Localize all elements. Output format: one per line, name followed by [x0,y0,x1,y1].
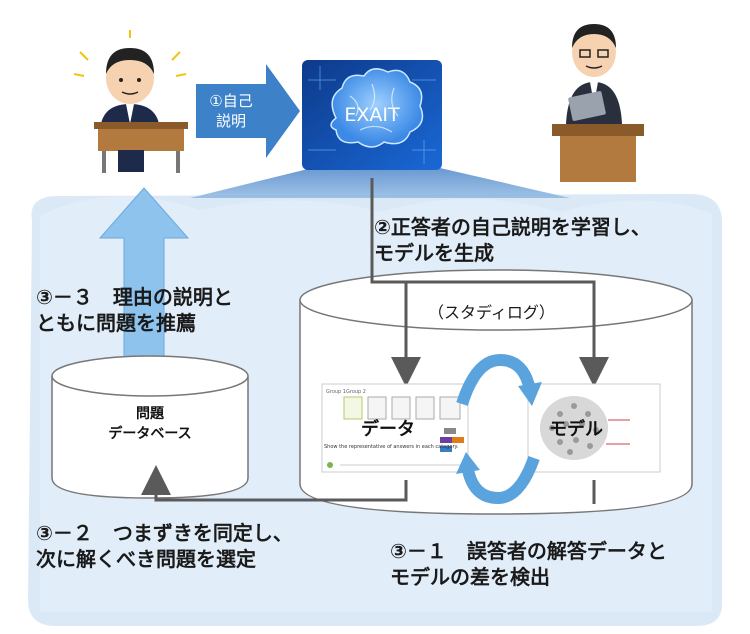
recommend-up-arrow [98,187,190,363]
exait-projection [190,168,570,198]
step3-1-line1: ③－１ 誤答者の解答データと [390,539,667,563]
studylog-text: （スタディログ） [428,303,555,322]
step3-2-label: ③－２ つまずきを同定し、 次に解くべき問題を選定 [36,520,293,572]
problem-database-line1: 問題 [136,406,164,422]
model-panel: モデル [527,383,661,473]
data-panel: Group 1 Group 2 Show the representative … [321,383,469,473]
step3-3-line2: ともに問題を推薦 [36,311,196,335]
cycle-arrow-bottom [462,455,540,505]
data-caption: Show the representative of answers in ea… [324,444,459,450]
data-tab-2: Group 2 [346,389,366,395]
step3-3-label: ③－３ 理由の説明と ともに問題を推薦 [36,284,233,336]
exait-brain-logo: EXAIT [302,60,442,170]
step2-line1: ②正答者の自己説明を学習し、 [374,215,651,239]
model-label: モデル [549,418,603,440]
step3-1-label: ③－１ 誤答者の解答データと モデルの差を検出 [390,538,667,590]
student-illustration [73,30,188,173]
step3-2-connector [141,465,408,502]
studylog-label: （スタディログ） [428,300,555,326]
cycle-arrow-top [456,353,536,406]
flow-connectors [141,178,609,504]
self-explanation-line1: ①自己 [209,92,252,110]
self-explanation-line2: 説明 [216,112,246,130]
data-tab-1: Group 1 [326,389,346,395]
exait-title: EXAIT [344,104,400,126]
problem-database-line2: データベース [108,426,192,442]
brain-icon [330,68,424,148]
comparison-cycle [456,353,542,505]
data-label: データ [361,418,415,440]
step2-label: ②正答者の自己説明を学習し、 モデルを生成 [374,214,651,266]
step3-1-line2: モデルの差を検出 [390,565,550,589]
step3-2-line2: 次に解くべき問題を選定 [36,547,256,571]
self-explanation-arrow: ①自己 説明 [196,64,300,158]
step3-3-line1: ③－３ 理由の説明と [36,285,233,309]
teacher-illustration [552,24,644,182]
step3-2-line1: ③－２ つまずきを同定し、 [36,521,293,545]
problem-database [51,355,249,499]
step2-line2: モデルを生成 [374,241,494,265]
problem-database-label: 問題 データベース [70,404,230,444]
step2-connector [370,178,609,387]
